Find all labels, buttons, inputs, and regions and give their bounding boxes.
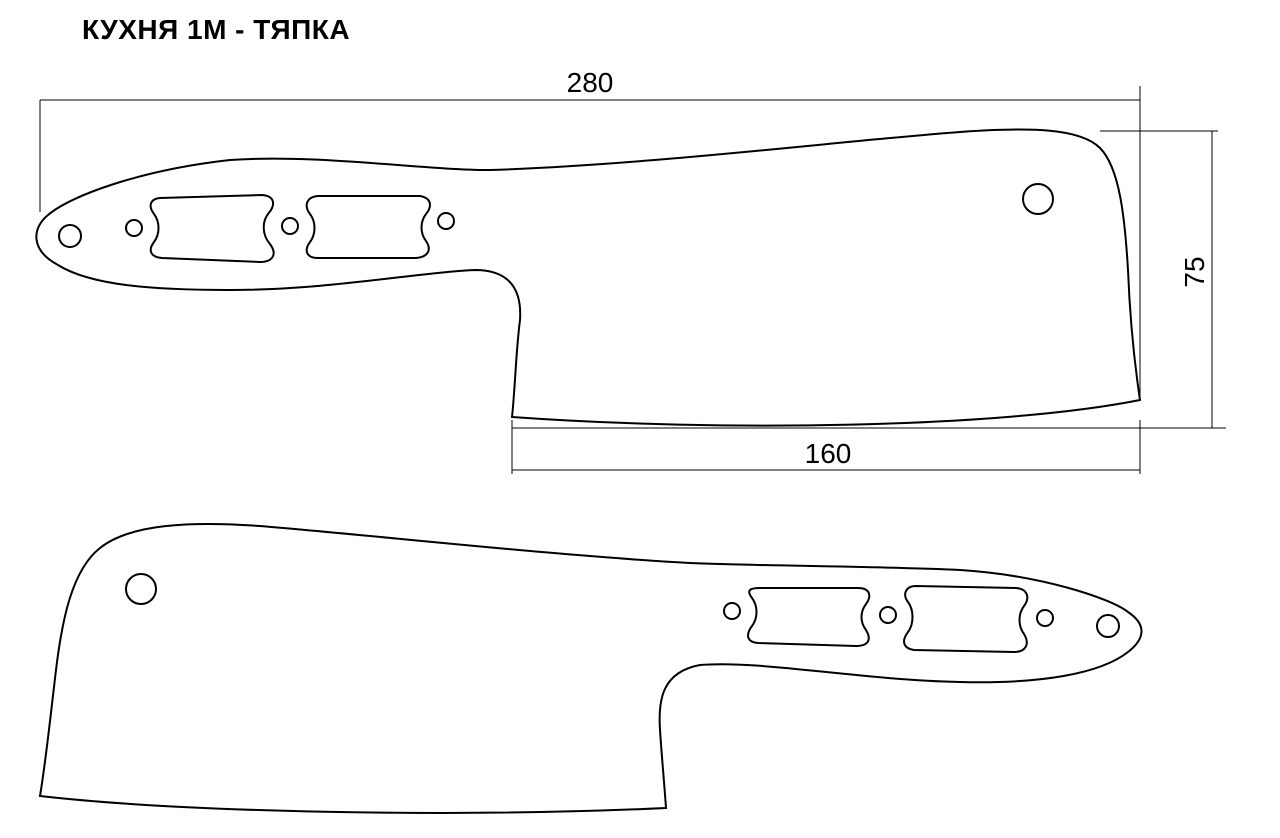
bottom-pin-hole-3 (723, 602, 741, 620)
top-knife-outline (35, 128, 1142, 427)
top-handle-window-2 (305, 195, 431, 259)
top-pin-hole-2 (281, 217, 299, 235)
top-pin-hole-3 (437, 212, 455, 230)
bottom-handle-window-2 (903, 584, 1029, 654)
bottom-pin-hole-2 (879, 606, 897, 624)
bottom-knife-outline (38, 522, 1143, 814)
bottom-pin-hole-1 (1036, 609, 1054, 627)
top-lanyard-hole (58, 224, 82, 248)
dim-blade-height-label: 75 (1179, 256, 1210, 287)
bottom-handle-window-1 (747, 587, 871, 648)
bottom-lanyard-hole (1096, 614, 1120, 638)
dim-blade-length-label: 160 (805, 438, 852, 469)
top-blade-hole (1022, 183, 1054, 215)
drawing-title: КУХНЯ 1М - ТЯПКА (82, 14, 351, 45)
dim-height-lines (512, 130, 1226, 429)
bottom-blade-hole (125, 573, 157, 605)
top-pin-hole-1 (125, 219, 143, 237)
top-handle-window-1 (149, 193, 275, 264)
dim-blade-lines (511, 420, 1141, 474)
dim-overall-lines (39, 86, 1141, 400)
dim-overall-length-label: 280 (567, 67, 614, 98)
